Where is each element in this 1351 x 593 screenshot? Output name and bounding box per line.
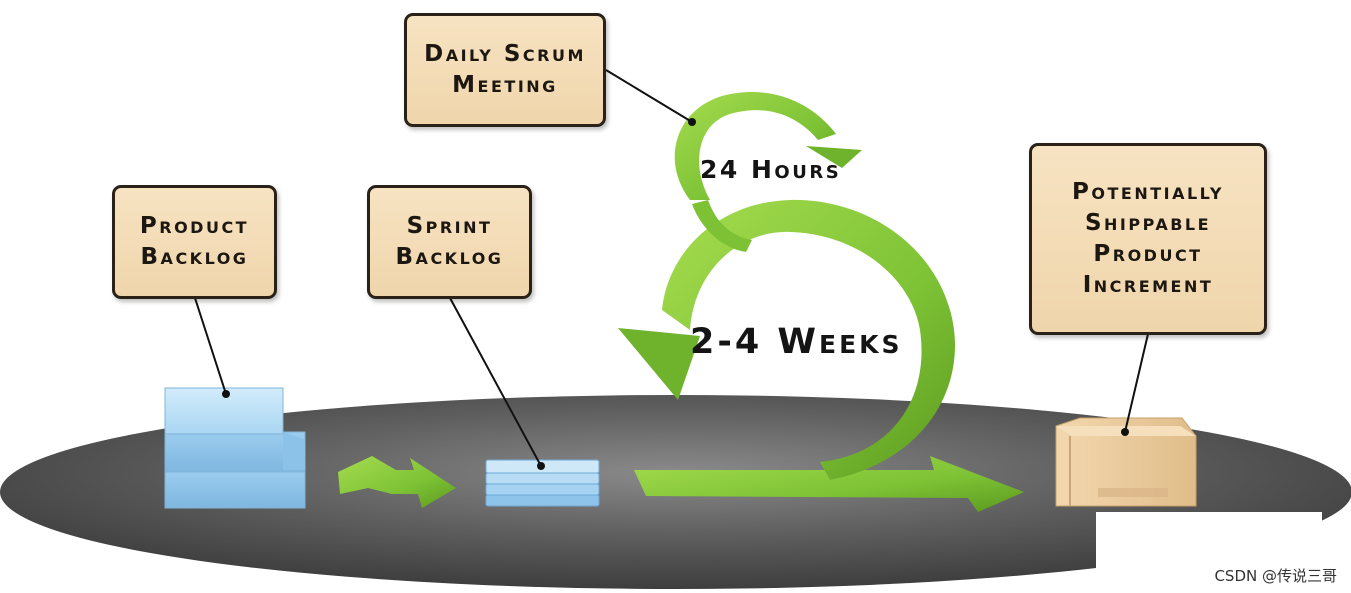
product-backlog-label: Product Backlog: [112, 185, 277, 299]
label-line: Backlog: [140, 244, 249, 270]
product-backlog-stack: [164, 387, 306, 509]
watermark-background: [1096, 512, 1322, 568]
label-line: Daily Scrum: [424, 41, 586, 67]
label-line: Shippable: [1084, 210, 1212, 236]
sprint-backlog-label: Sprint Backlog: [367, 185, 532, 299]
flow-arrow: [338, 456, 456, 508]
label-line: Meeting: [452, 72, 558, 98]
watermark: CSDN @传说三哥: [1214, 567, 1337, 585]
label-line: Sprint: [406, 213, 493, 239]
connector-dots: [222, 118, 1129, 470]
sprint-cycle-label: 2-4 Weeks: [690, 322, 903, 362]
increment-label: Potentially Shippable Product Increment: [1029, 143, 1267, 335]
label-line: Backlog: [395, 244, 504, 270]
label-line: Increment: [1082, 272, 1214, 298]
daily-scrum-label: Daily Scrum Meeting: [404, 13, 606, 127]
label-line: Product: [1093, 241, 1203, 267]
daily-cycle-label: 24 Hours: [700, 155, 842, 184]
sprint-cycle-arrow: [618, 199, 1024, 512]
label-line: Potentially: [1072, 179, 1224, 205]
connector-lines: [194, 69, 1149, 467]
daily-cycle-arrow: [674, 92, 862, 252]
label-line: Product: [139, 213, 250, 239]
